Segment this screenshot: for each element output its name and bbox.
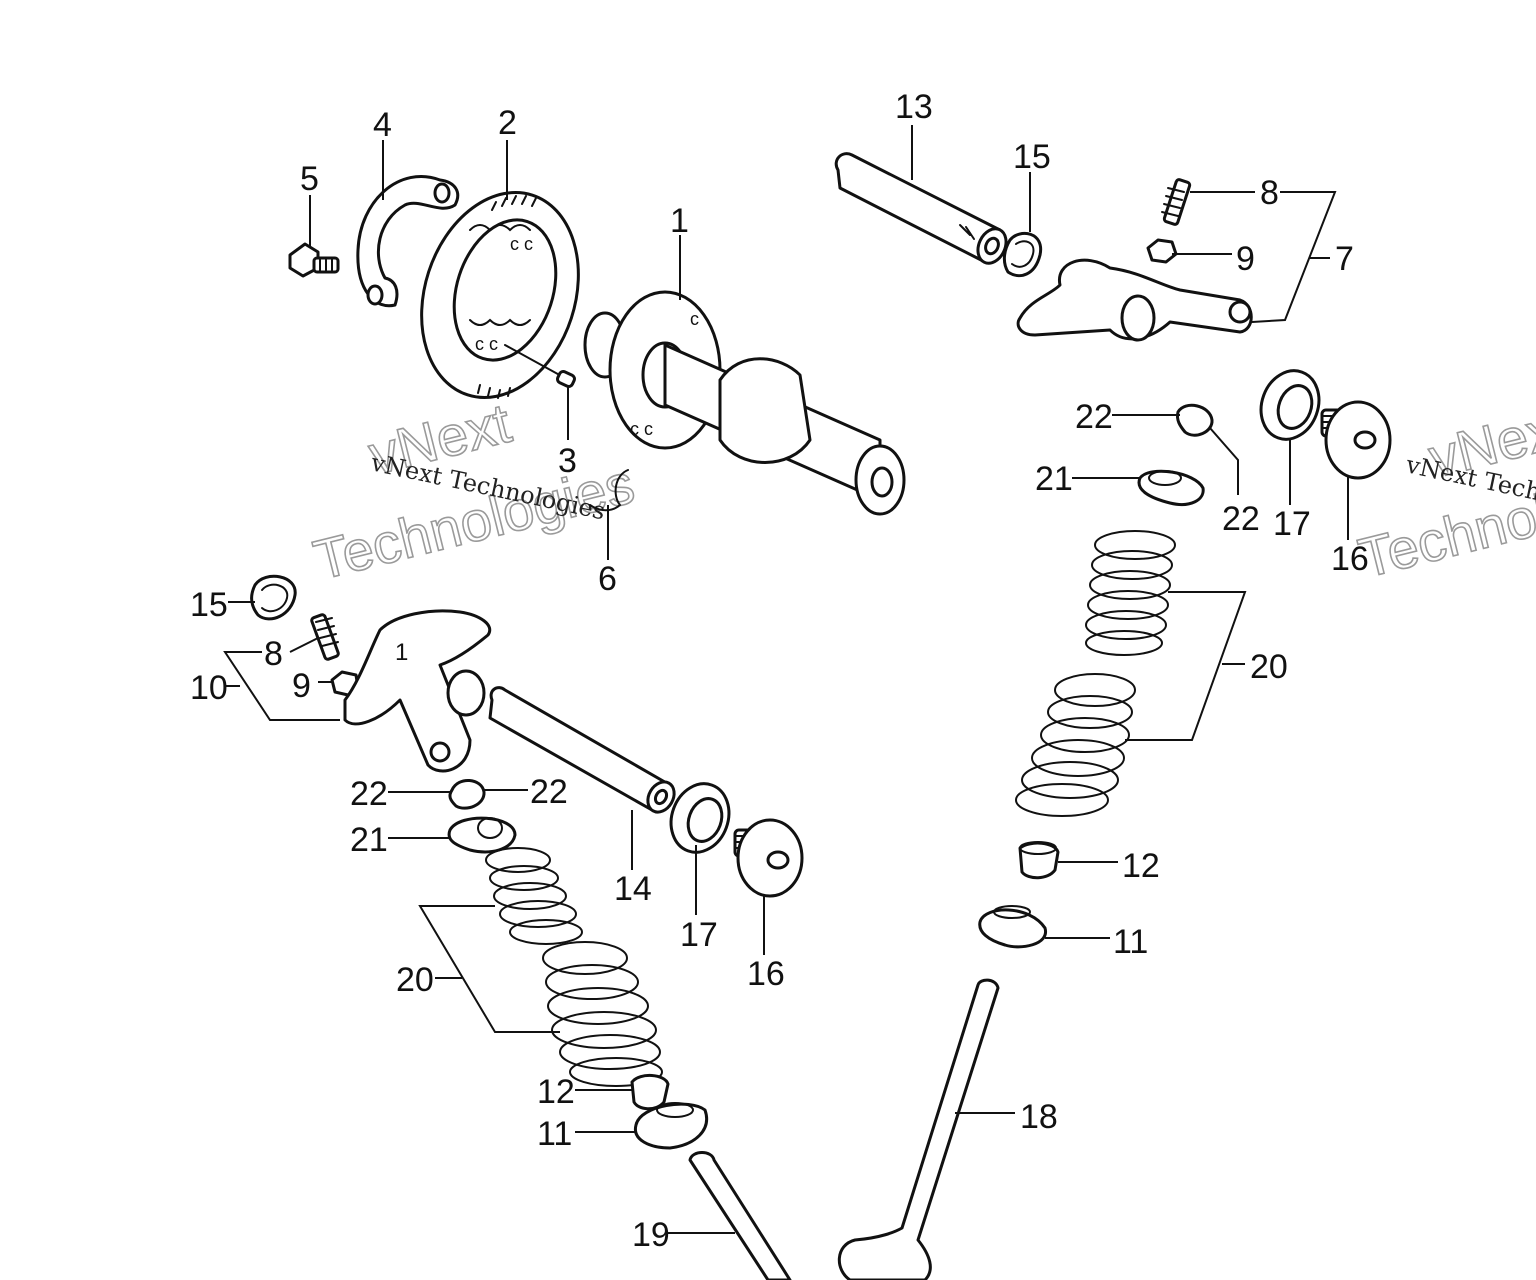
rocker-shaft-14 [488,686,676,814]
collar-12-left [630,1074,670,1111]
callout-6: 6 [598,560,617,598]
bolt-5 [288,242,340,278]
retainer-21-right [1137,469,1205,506]
seal-17-left [669,782,731,854]
nut-9-right [1146,238,1178,264]
callout-10: 10 [190,669,228,707]
callout-17-right: 17 [1273,505,1311,543]
callout-19: 19 [632,1216,670,1254]
adjust-screw-8-left [310,613,340,661]
spring-20-inner-right [1085,530,1176,656]
seal-17-right [1259,369,1321,441]
washer-15-right [1002,231,1043,278]
cotter-22-left [448,779,486,810]
callout-13: 13 [895,88,933,126]
spring-20-outer-right [1015,673,1136,817]
rocker-arm-10: 1 [343,609,492,773]
callout-14: 14 [614,870,652,908]
svg-text:c c: c c [630,419,653,439]
callout-7: 7 [1335,240,1354,278]
pin-3 [504,344,576,389]
callout-11-right: 11 [1113,923,1148,961]
callout-9-right: 9 [1236,240,1255,278]
callout-21-left: 21 [350,821,388,859]
rocker-arm-7 [1016,258,1253,342]
callout-22-right-b: 22 [1222,500,1260,538]
svg-text:c: c [690,309,699,329]
callout-15-right: 15 [1013,138,1051,176]
washer-15-left [250,574,297,621]
callout-1: 1 [670,202,689,240]
callout-22-right-a: 22 [1075,398,1113,436]
spring-20-outer-left [542,941,663,1087]
callout-8-left: 8 [264,635,283,673]
leader-lines [223,125,1349,1234]
callout-4: 4 [373,106,392,144]
svg-text:c c: c c [510,234,533,254]
retainer-plate-4 [356,175,460,308]
callout-2: 2 [498,104,517,142]
callout-17-left: 17 [680,916,718,954]
clip-6 [589,469,629,512]
cap-16-left [733,818,804,898]
callout-20-left: 20 [396,961,434,999]
callout-16-right: 16 [1331,540,1369,578]
cotter-22-right [1176,403,1214,437]
valve-18 [837,978,1000,1280]
collar-12-right [1018,841,1060,880]
seat-11-left [633,1102,708,1150]
callout-labels: 1 2 3 4 5 6 7 8 9 13 15 22 22 21 17 16 2… [190,88,1369,1254]
svg-text:c c: c c [475,334,498,354]
callout-3: 3 [558,442,577,480]
seat-11-right [978,905,1047,949]
callout-5: 5 [300,160,319,198]
svg-text:1: 1 [395,639,408,666]
callout-22-left-b: 22 [530,773,568,811]
retainer-21-left [447,816,517,854]
callout-18: 18 [1020,1098,1058,1136]
cap-16-right [1320,400,1392,480]
callout-15-left: 15 [190,586,228,624]
adjust-screw-8-right [1161,178,1192,226]
callout-21-right: 21 [1035,460,1073,498]
callout-8-right: 8 [1260,174,1279,212]
callout-22-left-a: 22 [350,775,388,813]
valve-19 [688,1151,792,1280]
callout-12-right: 12 [1122,847,1160,885]
spring-20-inner-left [485,847,583,945]
timing-gear-2: c c c c [420,190,580,400]
rocker-shaft-13 [834,152,1008,265]
callout-16-left: 16 [747,955,785,993]
callout-11-left: 11 [537,1115,572,1153]
callout-9-left: 9 [292,667,311,705]
callout-20-right: 20 [1250,648,1288,686]
callout-12-left: 12 [537,1073,575,1111]
camshaft-1: c c c [583,290,906,516]
